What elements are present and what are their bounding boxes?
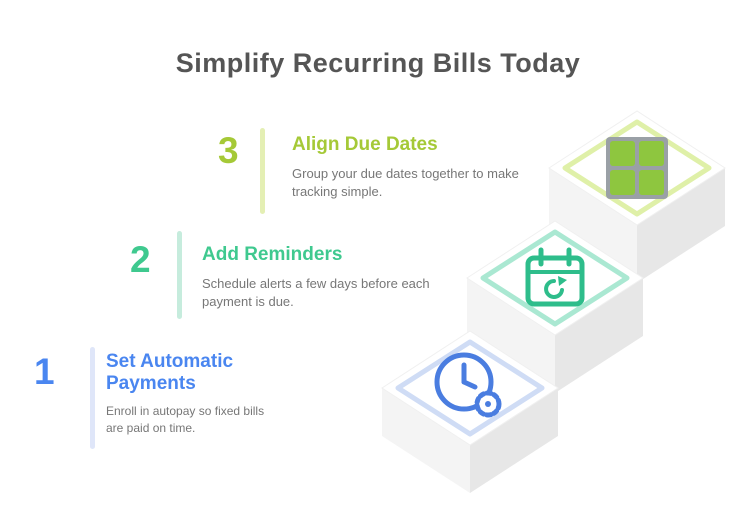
grid-dates-icon xyxy=(606,137,668,199)
step-2-number: 2 xyxy=(130,239,151,280)
platform-step-3 xyxy=(548,110,726,283)
reminder-calendar-icon xyxy=(525,247,585,307)
step-1-block: 1 Set Automatic Payments Enroll in autop… xyxy=(34,347,294,457)
step-3-title: Align Due Dates xyxy=(292,134,438,155)
step-1-description: Enroll in autopay so fixed bills are pai… xyxy=(106,403,265,435)
step-2-block: 2 Add Reminders Schedule alerts a few da… xyxy=(130,231,440,323)
step-2-title: Add Reminders xyxy=(202,244,343,265)
platform-step-2 xyxy=(466,220,644,393)
step-3-block: 3 Align Due Dates Group your due dates t… xyxy=(218,128,528,218)
step-1-number: 1 xyxy=(34,351,55,392)
infographic-title: Simplify Recurring Bills Today xyxy=(175,48,581,78)
step-3-accent-bar xyxy=(260,128,265,214)
step-1-accent-bar xyxy=(90,347,95,449)
step-1-title: Set Automatic Payments xyxy=(106,351,234,394)
clock-gear-automation-icon xyxy=(434,352,502,418)
platform-step-1 xyxy=(381,330,559,493)
step-3-number: 3 xyxy=(218,130,239,171)
step-3-description: Group your due dates together to make tr… xyxy=(292,165,519,200)
step-2-description: Schedule alerts a few days before each p… xyxy=(202,275,430,310)
step-2-accent-bar xyxy=(177,231,182,319)
